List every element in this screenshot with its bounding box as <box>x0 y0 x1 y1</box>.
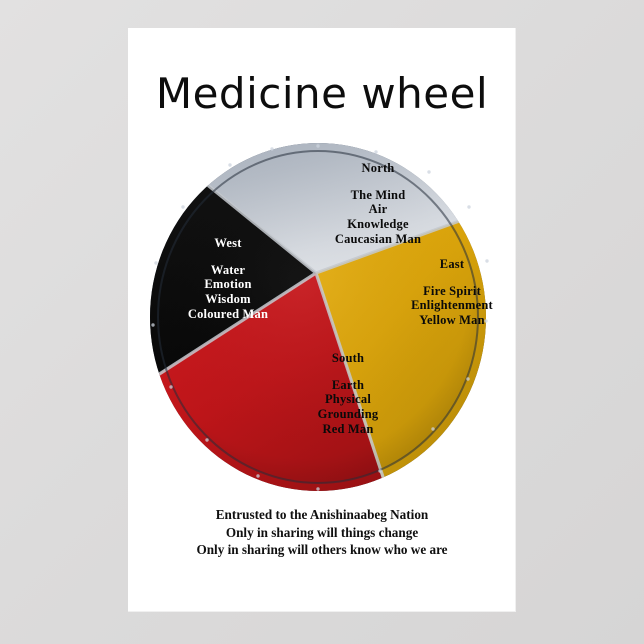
medicine-wheel-graphic: North The Mind Air Knowledge Caucasian M… <box>150 135 498 495</box>
wheel-face <box>150 143 486 491</box>
rim-rivets <box>151 144 489 491</box>
rim-inner-edge <box>157 150 479 484</box>
poster-sheet: Medicine wheel <box>128 28 516 612</box>
footer-line: Only in sharing will others know who we … <box>196 542 448 558</box>
face-vignette <box>158 151 478 483</box>
poster-footer: Entrusted to the Anishinaabeg Nation Onl… <box>128 506 516 559</box>
page-title: Medicine wheel <box>155 69 489 118</box>
footer-line: Only in sharing will things change <box>225 524 419 540</box>
medicine-wheel-svg <box>150 143 489 491</box>
footer-line: Entrusted to the Anishinaabeg Nation <box>215 507 429 522</box>
